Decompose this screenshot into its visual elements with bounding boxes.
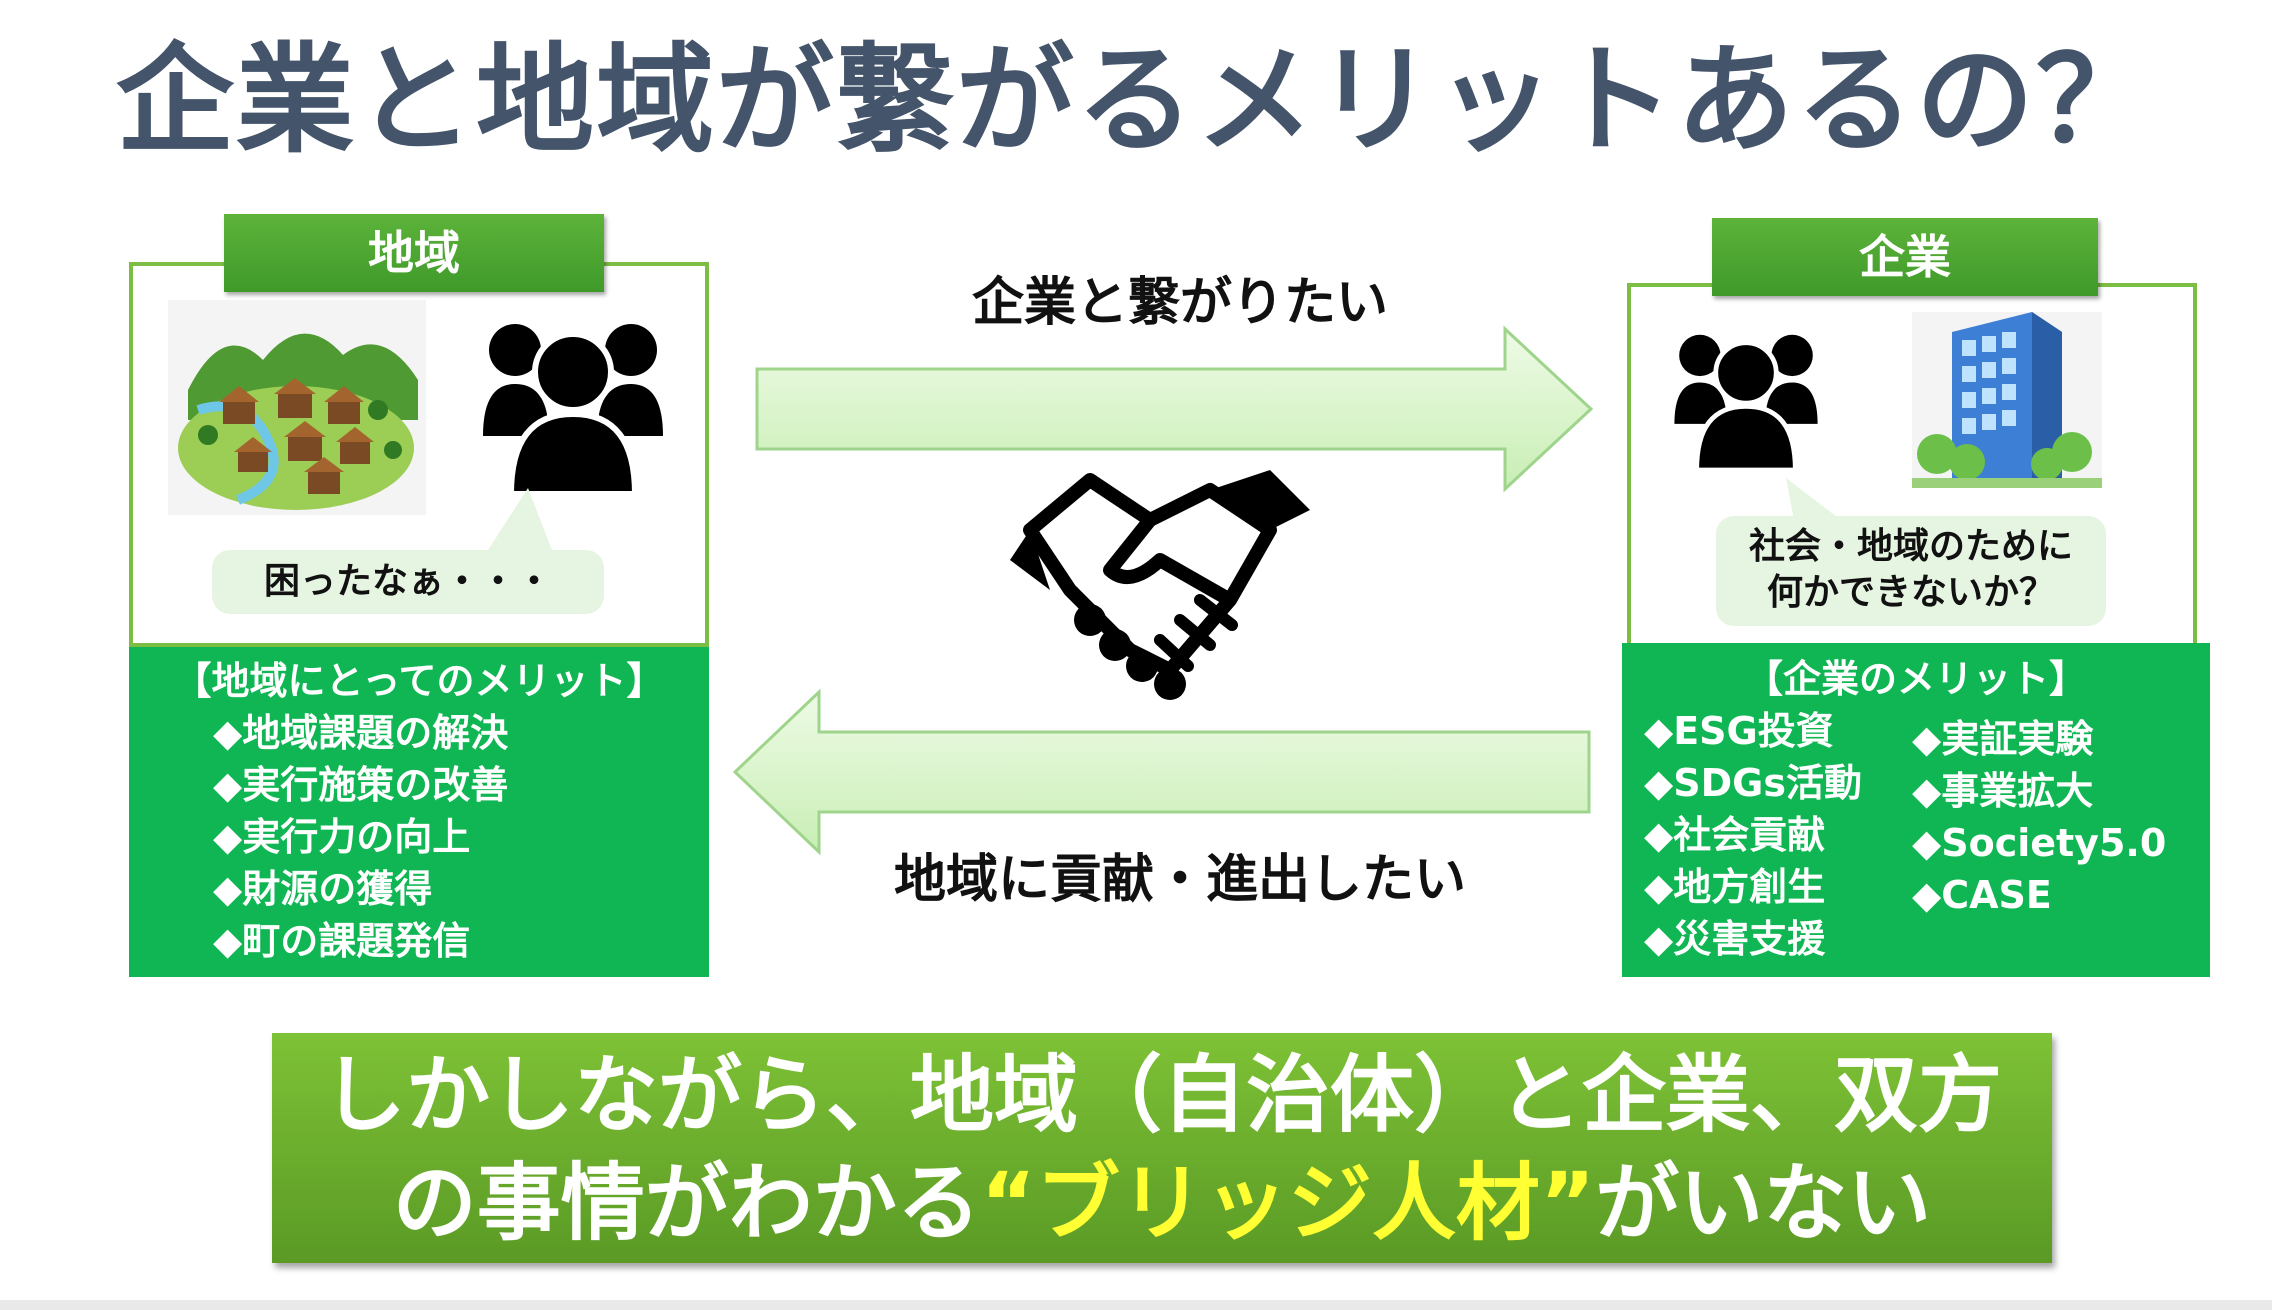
handshake-icon (1010, 470, 1310, 700)
page-title: 企業と地域が繋がるメリットあるの？ (115, 31, 2156, 169)
company-bubble-line2: 何かできないか？ (1766, 572, 2055, 613)
company-merit-item: ◆ESG投資 (1644, 709, 1834, 753)
company-merits-title: 【企業のメリット】 (1744, 657, 2087, 701)
region-tab: 地域 (224, 214, 604, 292)
company-merit-item: ◆SDGs活動 (1644, 761, 1862, 805)
region-merit-item: ◆実行力の向上 (213, 815, 471, 859)
bubble-tail (488, 488, 552, 550)
region-merit-item: ◆町の課題発信 (213, 919, 471, 963)
bottom-line2: の事情がわかる“ブリッジ人材”がいない (272, 1149, 2052, 1257)
company-merit-item: ◆実証実験 (1912, 717, 2094, 761)
region-merit-item: ◆実行施策の改善 (213, 763, 509, 807)
company-merit-item: ◆Society5.0 (1912, 821, 2167, 865)
region-merits-box: 【地域にとってのメリット】 ◆地域課題の解決 ◆実行施策の改善 ◆実行力の向上 … (129, 647, 709, 977)
company-merits-box: 【企業のメリット】 ◆ESG投資 ◆SDGs活動 ◆社会貢献 ◆地方創生 ◆災害… (1622, 643, 2210, 977)
people-icon (1674, 334, 1818, 470)
bottom-line2-post: がいない (1595, 1154, 1932, 1252)
region-speech-bubble: 困ったなぁ・・・ (212, 550, 604, 614)
footer-divider (0, 1300, 2272, 1310)
company-tab: 企業 (1712, 218, 2098, 296)
company-merits-right-column: ◆実証実験 ◆事業拡大 ◆Society5.0 ◆CASE (1912, 713, 2166, 921)
company-speech-bubble: 社会・地域のために 何かできないか？ (1716, 516, 2106, 626)
region-merit-item: ◆地域課題の解決 (213, 711, 509, 755)
region-merits-title: 【地域にとってのメリット】 (173, 659, 665, 703)
bottom-line2-pre: の事情がわかる (392, 1154, 981, 1252)
bottom-line1: しかしながら、地域（自治体）と企業、双方 (321, 1046, 2002, 1144)
village-illustration (168, 300, 426, 515)
company-merits-left-column: ◆ESG投資 ◆SDGs活動 ◆社会貢献 ◆地方創生 ◆災害支援 (1644, 705, 1862, 965)
office-building-illustration (1912, 312, 2102, 488)
company-merit-item: ◆災害支援 (1644, 917, 1826, 961)
arrow-label-top: 企業と繋がりたい (971, 273, 1388, 333)
company-bubble-line1: 社会・地域のために (1748, 526, 2073, 567)
company-merit-item: ◆社会貢献 (1644, 813, 1826, 857)
region-merit-item: ◆財源の獲得 (213, 867, 433, 911)
right-arrow (755, 325, 1594, 493)
bottom-banner: しかしながら、地域（自治体）と企業、双方 の事情がわかる“ブリッジ人材”がいない (272, 1033, 2052, 1263)
arrow-label-bottom: 地域に貢献・進出したい (893, 850, 1466, 910)
company-merit-item: ◆CASE (1912, 873, 2052, 917)
left-arrow (733, 688, 1591, 856)
bridge-talent-highlight: “ブリッジ人材” (980, 1154, 1596, 1252)
people-icon (483, 324, 663, 494)
company-merit-item: ◆地方創生 (1644, 865, 1826, 909)
company-merit-item: ◆事業拡大 (1912, 769, 2094, 813)
